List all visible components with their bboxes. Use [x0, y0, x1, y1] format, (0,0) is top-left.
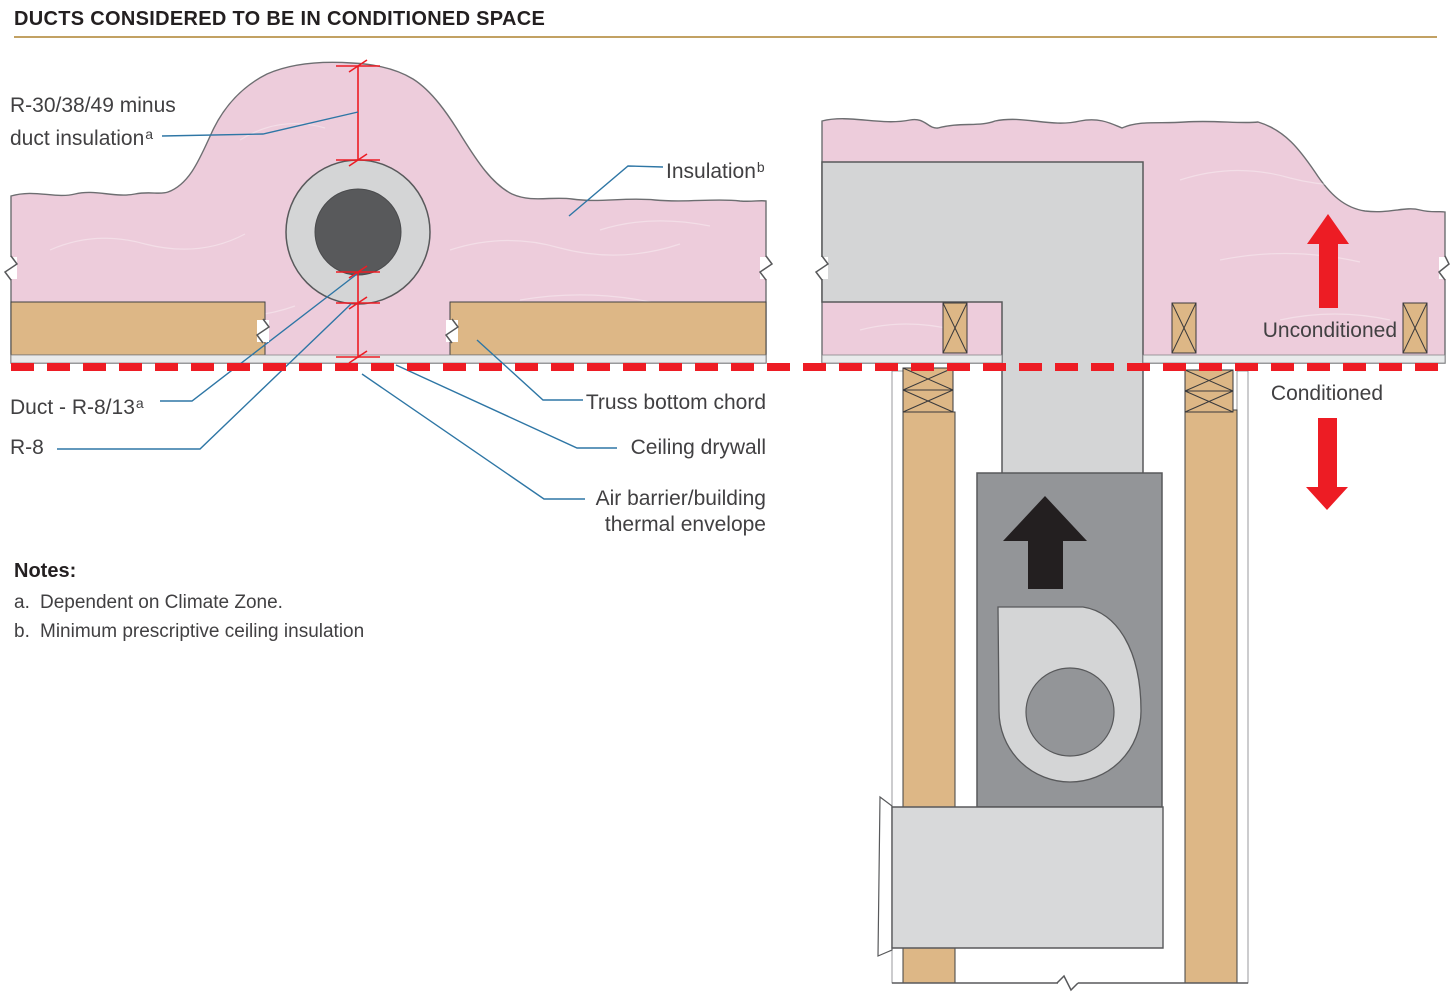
- leader-ceiling: [395, 364, 617, 449]
- notes-block: Notes: a. Dependent on Climate Zone. b. …: [14, 560, 364, 650]
- airflow-down-arrow: [1306, 418, 1348, 510]
- blower-inlet: [1026, 668, 1114, 756]
- label-truss-bottom-chord: Truss bottom chord: [585, 391, 766, 414]
- superscript-b: b: [756, 159, 765, 175]
- label-insulation: Insulationb: [666, 159, 765, 183]
- top-plate-right: [1184, 369, 1234, 413]
- leader-lines-left: [57, 111, 664, 500]
- duct-pipe: [315, 189, 401, 275]
- dimension-line: [336, 59, 380, 364]
- break-marks: [3, 255, 1450, 992]
- insulation-texture-right: [859, 169, 1411, 331]
- supply-airflow-arrow: [1003, 496, 1087, 589]
- left-diagram: [11, 59, 766, 500]
- label-air-barrier: Air barrier/building thermal envelope: [595, 487, 766, 536]
- leader-air-barrier: [361, 373, 585, 500]
- note-prefix: a.: [14, 592, 30, 613]
- blocking-2: [1171, 302, 1197, 354]
- blocking-1: [942, 302, 968, 354]
- leader-r8: [57, 303, 352, 450]
- label-r30-duct-insulation: R-30/38/49 minus duct insulationa: [10, 94, 176, 150]
- label-ceiling-drywall: Ceiling drywall: [630, 436, 766, 459]
- truss-bottom-chord-left: [11, 302, 265, 355]
- leader-r30: [161, 111, 359, 137]
- ceiling-drywall-right-a: [822, 355, 1002, 363]
- wall-stud-right: [1185, 410, 1237, 983]
- leader-insulation: [568, 165, 664, 217]
- note-text: Minimum prescriptive ceiling insulation: [40, 621, 365, 642]
- ceiling-blocking: [942, 302, 1428, 354]
- leader-duct: [160, 273, 358, 402]
- ceiling-drywall-right-b: [1143, 355, 1445, 363]
- note-item-a: a. Dependent on Climate Zone.: [14, 592, 364, 614]
- wall-drywall-right: [1237, 371, 1248, 983]
- leader-truss: [476, 339, 583, 401]
- airflow-up-arrow: [1307, 214, 1349, 308]
- label-unconditioned: Unconditioned: [1262, 319, 1397, 342]
- truss-bottom-chord-right: [450, 302, 766, 355]
- note-text: Dependent on Climate Zone.: [40, 592, 283, 613]
- return-box: [892, 807, 1163, 948]
- right-diagram: [822, 119, 1445, 983]
- blocking-3: [1402, 302, 1428, 354]
- superscript-a: a: [145, 126, 154, 142]
- note-item-b: b. Minimum prescriptive ceiling insulati…: [14, 621, 364, 643]
- notes-heading: Notes:: [14, 560, 77, 582]
- label-duct-r8-13: Duct - R-8/13a: [10, 395, 144, 419]
- top-plate-left: [902, 367, 954, 413]
- label-conditioned: Conditioned: [1270, 382, 1383, 405]
- page-title: DUCTS CONSIDERED TO BE IN CONDITIONED SP…: [14, 8, 546, 30]
- note-prefix: b.: [14, 621, 30, 642]
- label-r8: R-8: [10, 436, 44, 459]
- ceiling-drywall-left: [11, 355, 766, 363]
- return-box-flange: [878, 797, 892, 956]
- title-rule: [14, 36, 1437, 38]
- superscript-a: a: [135, 395, 144, 411]
